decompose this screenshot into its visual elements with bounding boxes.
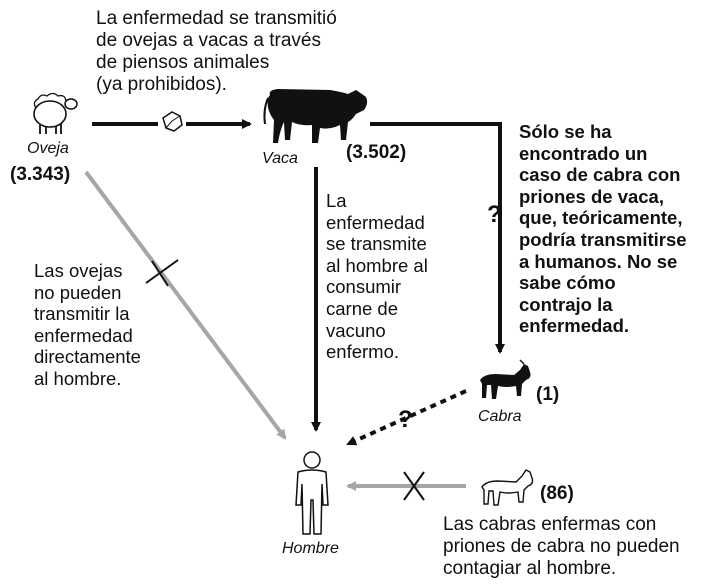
sheep-to-human-note: Las ovejas no pueden transmitir la enfer… — [34, 260, 141, 389]
sheep-count: (3.343) — [10, 164, 71, 185]
blocked-mark — [145, 259, 179, 287]
question-mark: ? — [487, 201, 502, 228]
goat-prions-note: Las cabras enfermas con priones de cabra… — [443, 514, 680, 579]
blocked-mark — [403, 471, 425, 501]
human-icon — [295, 451, 329, 535]
goat-outline-icon — [481, 469, 534, 506]
sheep-icon — [33, 92, 78, 134]
human-label: Hombre — [282, 540, 339, 557]
cow-count: (3.502) — [346, 142, 407, 163]
question-mark: ? — [398, 406, 413, 433]
cow-to-goat-arrow — [370, 122, 505, 354]
cow-icon — [263, 89, 368, 143]
goat-icon — [480, 359, 531, 399]
feed-icon — [162, 111, 183, 132]
goat-prions-count: (86) — [540, 483, 574, 504]
goat-case-note: Sólo se ha encontrado un caso de cabra c… — [519, 121, 687, 337]
sheep-to-cow-note: La enfermedad se transmitió de ovejas a … — [96, 8, 337, 95]
goat-label: Cabra — [478, 408, 522, 425]
sheep-label: Oveja — [27, 140, 69, 157]
sheep-to-human-arrow — [84, 170, 287, 440]
cow-to-human-note: La enfermedad se transmite al hombre al … — [326, 190, 428, 363]
cow-label: Vaca — [262, 150, 298, 167]
goat-count: (1) — [536, 384, 560, 405]
